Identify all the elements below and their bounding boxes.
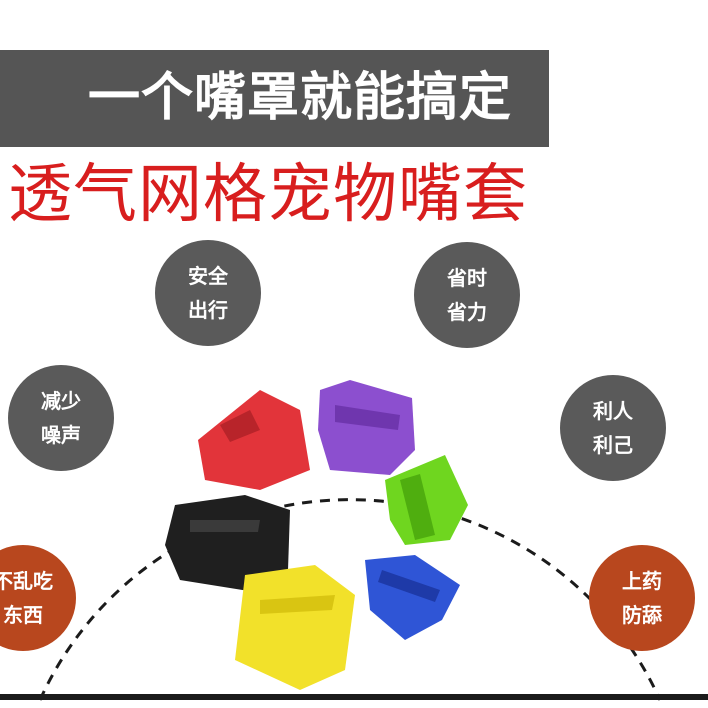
banner-title: 一个嘴罩就能搞定 xyxy=(88,68,513,128)
badge-line-1: 安全 xyxy=(188,264,228,288)
feature-badge-save-time: 省时 省力 xyxy=(414,242,520,348)
purple-muzzle xyxy=(318,380,415,475)
badge-line-2: 出行 xyxy=(188,298,228,322)
blue-muzzle xyxy=(365,555,460,640)
feature-badge-anti-lick: 上药 防舔 xyxy=(589,545,695,651)
badge-line-2: 利己 xyxy=(593,433,633,457)
badge-line-1: 省时 xyxy=(447,266,487,290)
bottom-divider xyxy=(0,694,708,700)
badge-line-2: 防舔 xyxy=(622,603,662,627)
feature-badge-reduce-noise: 减少 噪声 xyxy=(8,365,114,471)
muzzle-product-photo xyxy=(165,380,468,690)
badge-line-1: 不乱吃 xyxy=(0,569,53,593)
feature-badge-safe-travel: 安全 出行 xyxy=(155,240,261,346)
badge-line-2: 噪声 xyxy=(41,423,81,447)
badge-line-1: 上药 xyxy=(622,569,662,593)
feature-badge-benefit-all: 利人 利己 xyxy=(560,375,666,481)
title-banner: 一个嘴罩就能搞定 xyxy=(0,50,549,147)
product-subtitle: 透气网格宠物嘴套 xyxy=(8,158,528,232)
badge-line-2: 省力 xyxy=(447,300,487,324)
yellow-muzzle xyxy=(235,565,355,690)
green-muzzle xyxy=(385,455,468,545)
black-muzzle xyxy=(165,495,290,592)
red-muzzle xyxy=(198,390,310,490)
badge-line-1: 利人 xyxy=(593,399,633,423)
badge-line-2: 东西 xyxy=(3,603,43,627)
badge-line-1: 减少 xyxy=(41,389,81,413)
